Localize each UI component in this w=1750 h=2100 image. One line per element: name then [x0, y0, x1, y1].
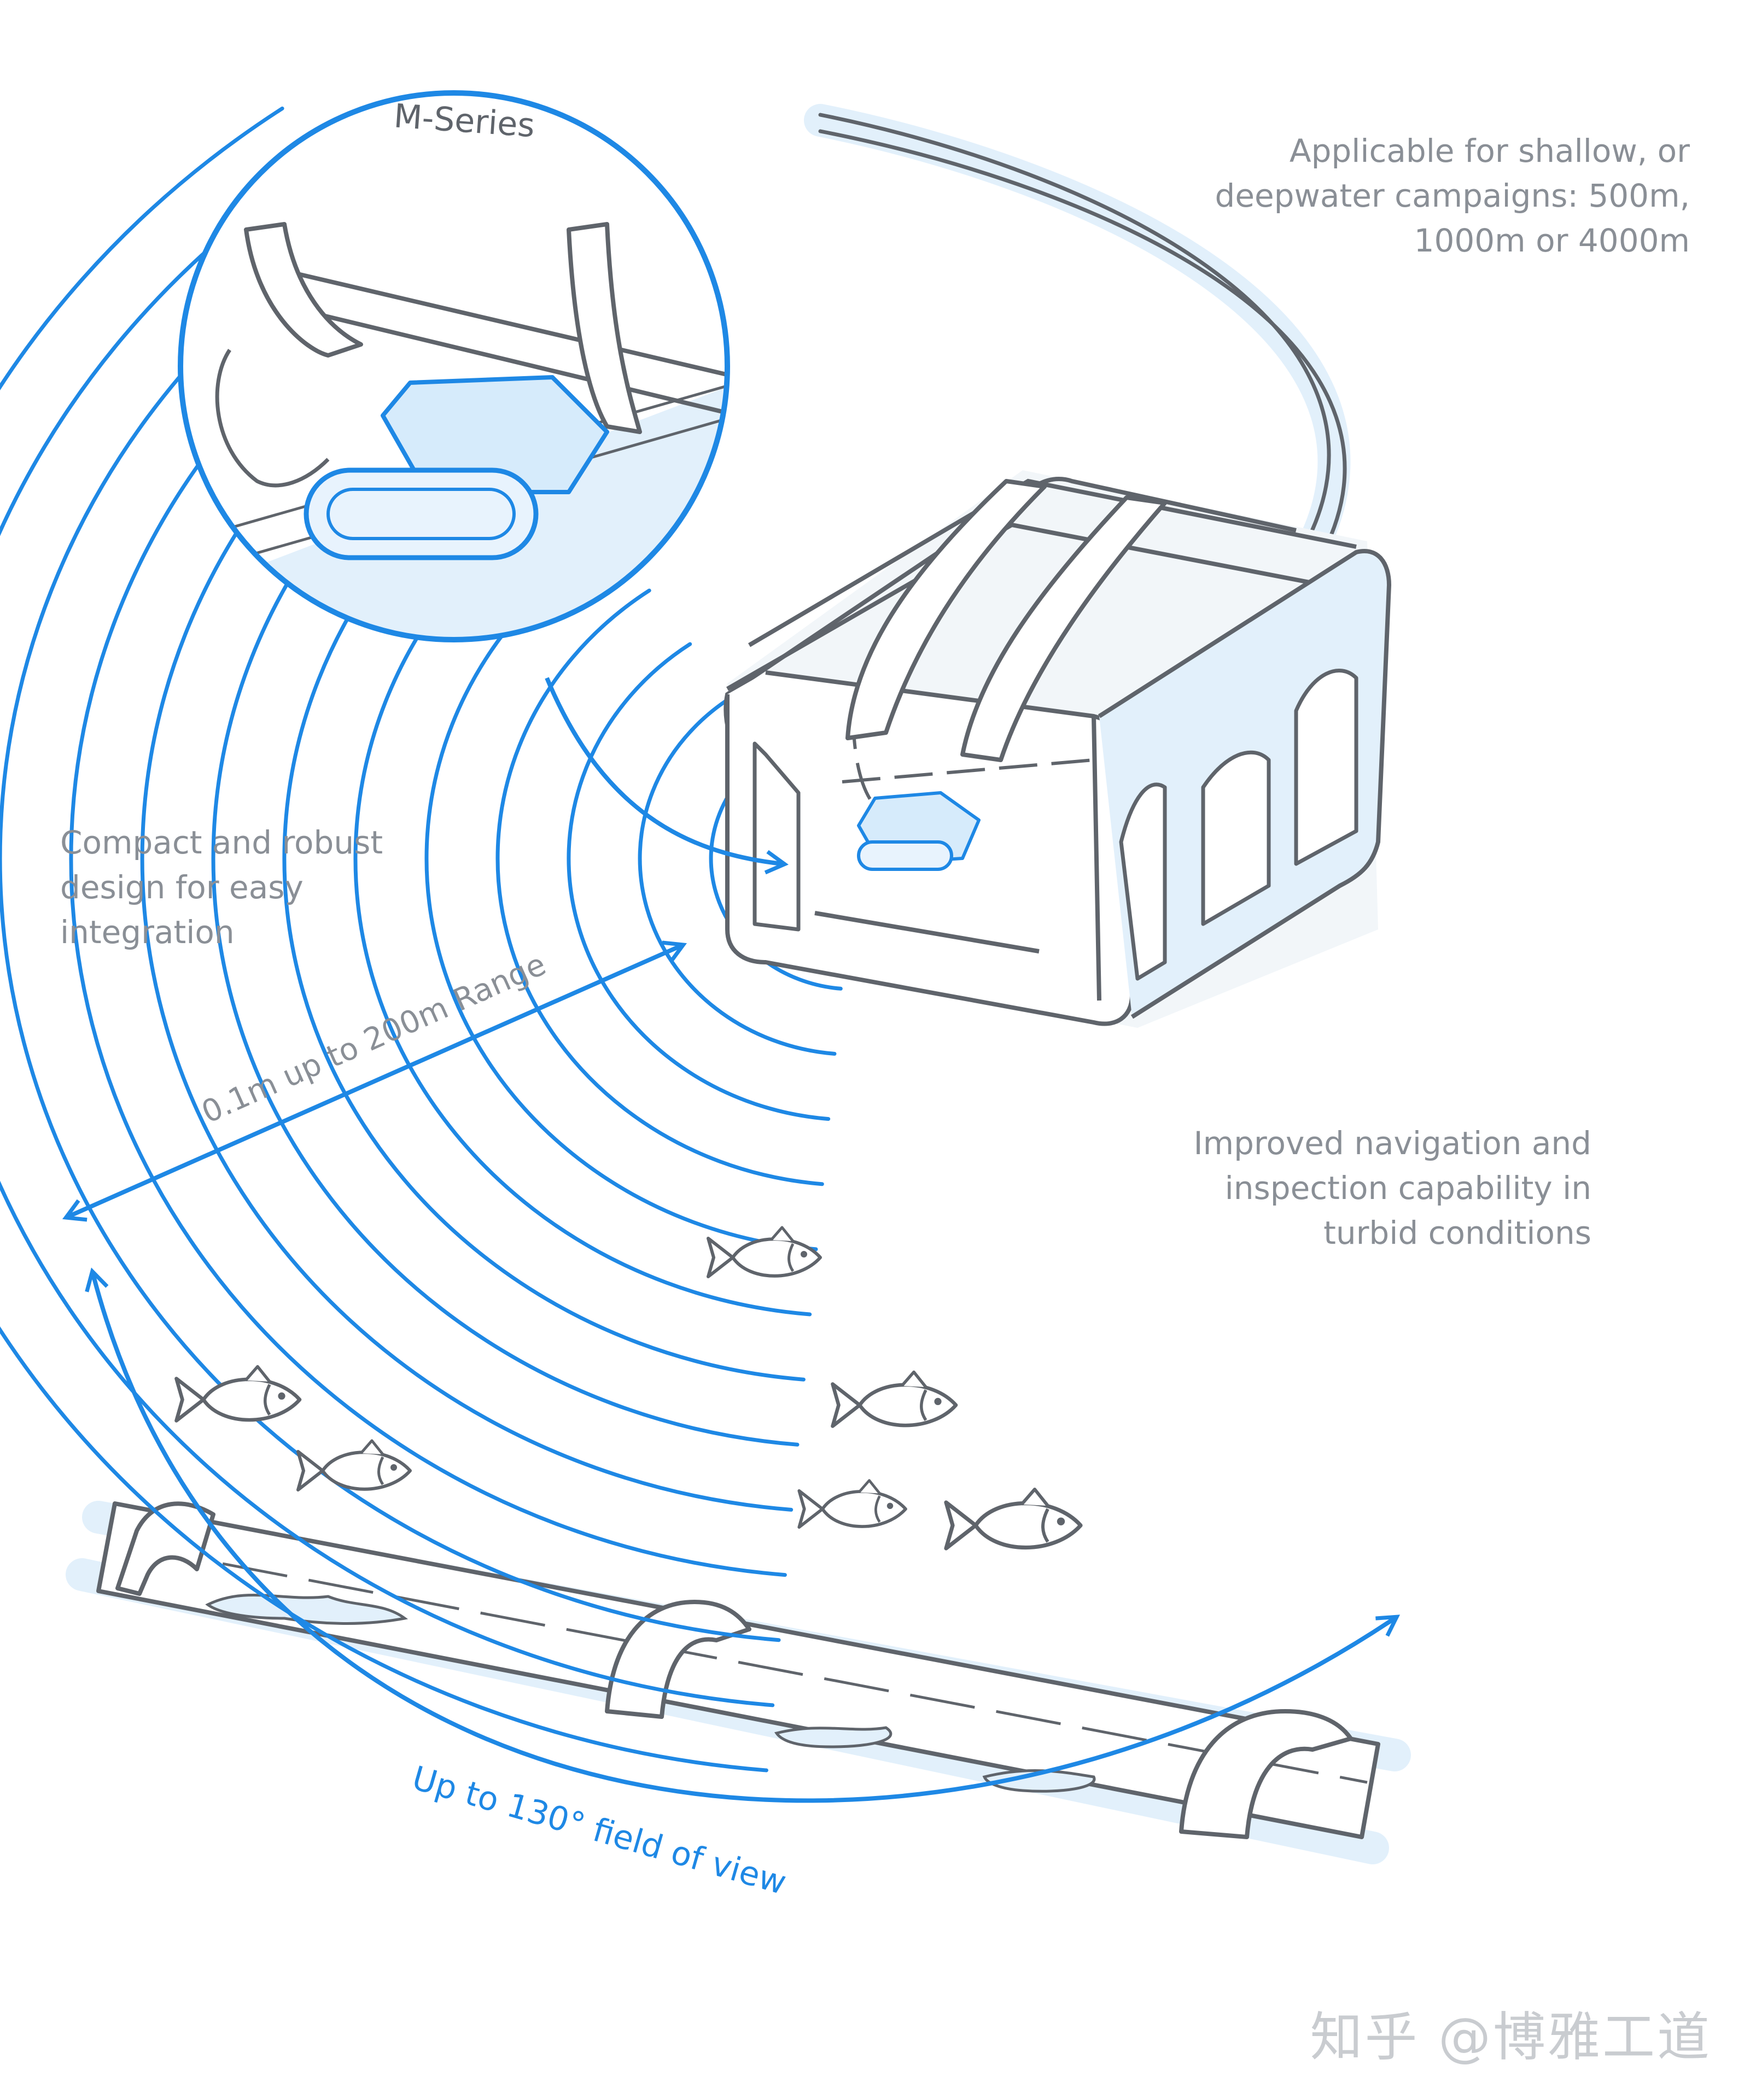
fish-icon	[944, 1487, 1083, 1551]
range-arrow	[62, 940, 687, 1222]
sonar-arc	[567, 642, 831, 1121]
tether-cable	[804, 104, 1351, 563]
fov-label: Up to 130° field of view	[408, 1759, 790, 1902]
fish-icon	[831, 1370, 958, 1428]
fov-arrow	[85, 1267, 1401, 1803]
callout-compact-design: Compact and robust design for easy integ…	[60, 820, 383, 955]
callout-navigation: Improved navigation and inspection capab…	[1194, 1121, 1592, 1255]
sonar-sensor	[857, 791, 981, 871]
callout-line: Compact and robust	[60, 824, 383, 861]
pipe-clamp	[1179, 1709, 1353, 1839]
fish-icon	[707, 1226, 822, 1278]
fish-icon	[174, 1365, 302, 1423]
fish-school	[174, 1226, 1083, 1551]
sonar-arc	[638, 695, 837, 1056]
callout-line: integration	[60, 914, 235, 951]
callout-line: Applicable for shallow, or	[1289, 132, 1690, 169]
watermark: 知乎 @博雅工道	[1310, 2007, 1712, 2068]
fish-icon	[296, 1439, 412, 1491]
range-label: 0.1m up to 200m Range	[196, 946, 551, 1130]
callout-line: Improved navigation and	[1193, 1125, 1592, 1162]
callout-line: inspection capability in	[1224, 1169, 1591, 1207]
callout-line: design for easy	[60, 869, 304, 906]
rov-vehicle	[724, 470, 1391, 1028]
fish-icon	[797, 1479, 907, 1529]
pointer-arrow	[545, 677, 789, 875]
callout-line: deepwater campaigns: 500m,	[1215, 177, 1690, 214]
sonar-arc	[0, 106, 768, 1773]
callout-line: 1000m or 4000m	[1414, 222, 1690, 259]
callout-line: turbid conditions	[1323, 1214, 1591, 1251]
inset-magnifier: M-Series	[178, 90, 730, 642]
callout-depth-rating: Applicable for shallow, or deepwater cam…	[1215, 128, 1690, 263]
